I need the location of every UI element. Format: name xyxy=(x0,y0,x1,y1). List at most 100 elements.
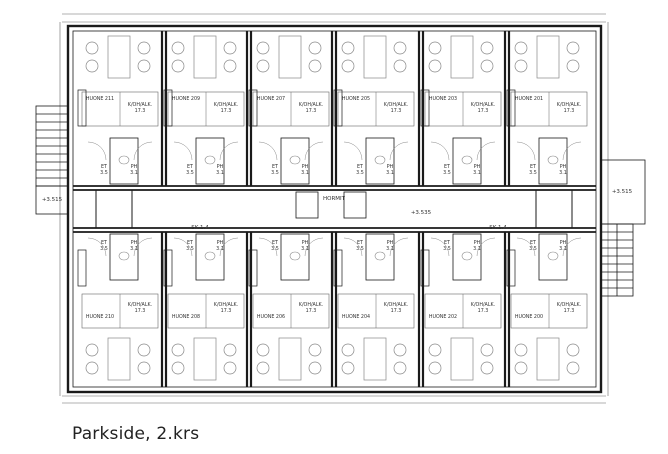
chair-icon xyxy=(256,41,270,55)
chair-icon xyxy=(171,361,185,375)
ph-area: 3.1 xyxy=(473,246,481,252)
table xyxy=(193,35,217,79)
door-swing xyxy=(430,237,450,257)
et-label: ET xyxy=(444,240,450,246)
chair-icon xyxy=(393,343,407,357)
chair-icon xyxy=(223,41,237,55)
room-kitchen: K/OH/ALK. xyxy=(299,102,323,108)
ph-area: 3.1 xyxy=(216,170,224,176)
table xyxy=(363,337,387,381)
door-swing xyxy=(343,237,363,257)
ph-area: 3.1 xyxy=(386,170,394,176)
bathroom xyxy=(365,233,395,281)
toilet-icon xyxy=(118,251,130,261)
kitchen-counter xyxy=(77,249,87,287)
et-label: ET xyxy=(187,240,193,246)
ph-label: PH xyxy=(560,240,567,246)
chair-icon xyxy=(480,361,494,375)
et-label: ET xyxy=(357,164,363,170)
door-swing xyxy=(389,141,409,161)
room-area: 17.3 xyxy=(391,308,402,314)
ph-label: PH xyxy=(302,164,309,170)
corridor-labels: HORMIT +3.535 +3.515 +3.515 SK 1.4 SK 1.… xyxy=(42,189,633,231)
et-label: ET xyxy=(530,240,536,246)
chair-icon xyxy=(566,361,580,375)
door-swing xyxy=(258,141,278,161)
unit-walls xyxy=(160,31,511,387)
ph-label: PH xyxy=(217,240,224,246)
door-swing xyxy=(562,141,582,161)
kitchen-counter xyxy=(506,89,516,127)
chair-icon xyxy=(341,41,355,55)
door-swing xyxy=(389,237,409,257)
toilet-icon xyxy=(204,155,216,165)
chair-icon xyxy=(137,41,151,55)
chair-icon xyxy=(85,59,99,73)
chair-icon xyxy=(137,343,151,357)
chair-icon xyxy=(223,361,237,375)
et-label: ET xyxy=(357,240,363,246)
chair-icon xyxy=(256,361,270,375)
et-area: 3.5 xyxy=(186,170,194,176)
chair-icon xyxy=(171,59,185,73)
bathroom xyxy=(109,137,139,185)
bathroom xyxy=(365,137,395,185)
room-kitchen: K/OH/ALK. xyxy=(214,102,238,108)
chair-icon xyxy=(566,41,580,55)
chair-icon xyxy=(428,59,442,73)
toilet-icon xyxy=(289,251,301,261)
table xyxy=(363,35,387,79)
door-swing xyxy=(133,237,153,257)
chair-icon xyxy=(428,343,442,357)
room-area: 17.3 xyxy=(306,308,317,314)
room-area: 17.3 xyxy=(221,108,232,114)
bathroom xyxy=(195,137,225,185)
door-swing xyxy=(516,237,536,257)
table xyxy=(536,35,560,79)
room-name: HUONE 204 xyxy=(342,314,370,320)
door-swing xyxy=(173,141,193,161)
door-swing xyxy=(430,141,450,161)
chair-icon xyxy=(514,59,528,73)
kitchen-counter xyxy=(420,89,430,127)
chair-icon xyxy=(341,343,355,357)
outer-walls xyxy=(66,24,603,394)
table xyxy=(193,337,217,381)
chair-icon xyxy=(393,59,407,73)
door-swing xyxy=(258,237,278,257)
kitchen-counter xyxy=(420,249,430,287)
toilet-icon xyxy=(461,251,473,261)
toilet-icon xyxy=(374,251,386,261)
room-name: HUONE 211 xyxy=(86,96,114,102)
ph-area: 3.1 xyxy=(559,170,567,176)
corridor-walls xyxy=(73,185,596,233)
toilet-icon xyxy=(118,155,130,165)
ph-area: 3.1 xyxy=(473,170,481,176)
room-area: 17.3 xyxy=(221,308,232,314)
room-kitchen: K/OH/ALK. xyxy=(299,302,323,308)
chair-icon xyxy=(341,361,355,375)
room-kitchen: K/OH/ALK. xyxy=(557,302,581,308)
chair-icon xyxy=(308,343,322,357)
et-label: ET xyxy=(530,164,536,170)
chair-icon xyxy=(566,343,580,357)
ph-area: 3.1 xyxy=(301,170,309,176)
door-swing xyxy=(343,141,363,161)
bathroom xyxy=(109,233,139,281)
chair-icon xyxy=(85,361,99,375)
et-area: 3.5 xyxy=(100,246,108,252)
ph-label: PH xyxy=(131,240,138,246)
door-swing xyxy=(87,141,107,161)
sk-right: SK 1.4 xyxy=(489,225,507,231)
chair-icon xyxy=(137,361,151,375)
room-kitchen: K/OH/ALK. xyxy=(557,102,581,108)
bathroom xyxy=(280,233,310,281)
table xyxy=(278,35,302,79)
table xyxy=(107,337,131,381)
